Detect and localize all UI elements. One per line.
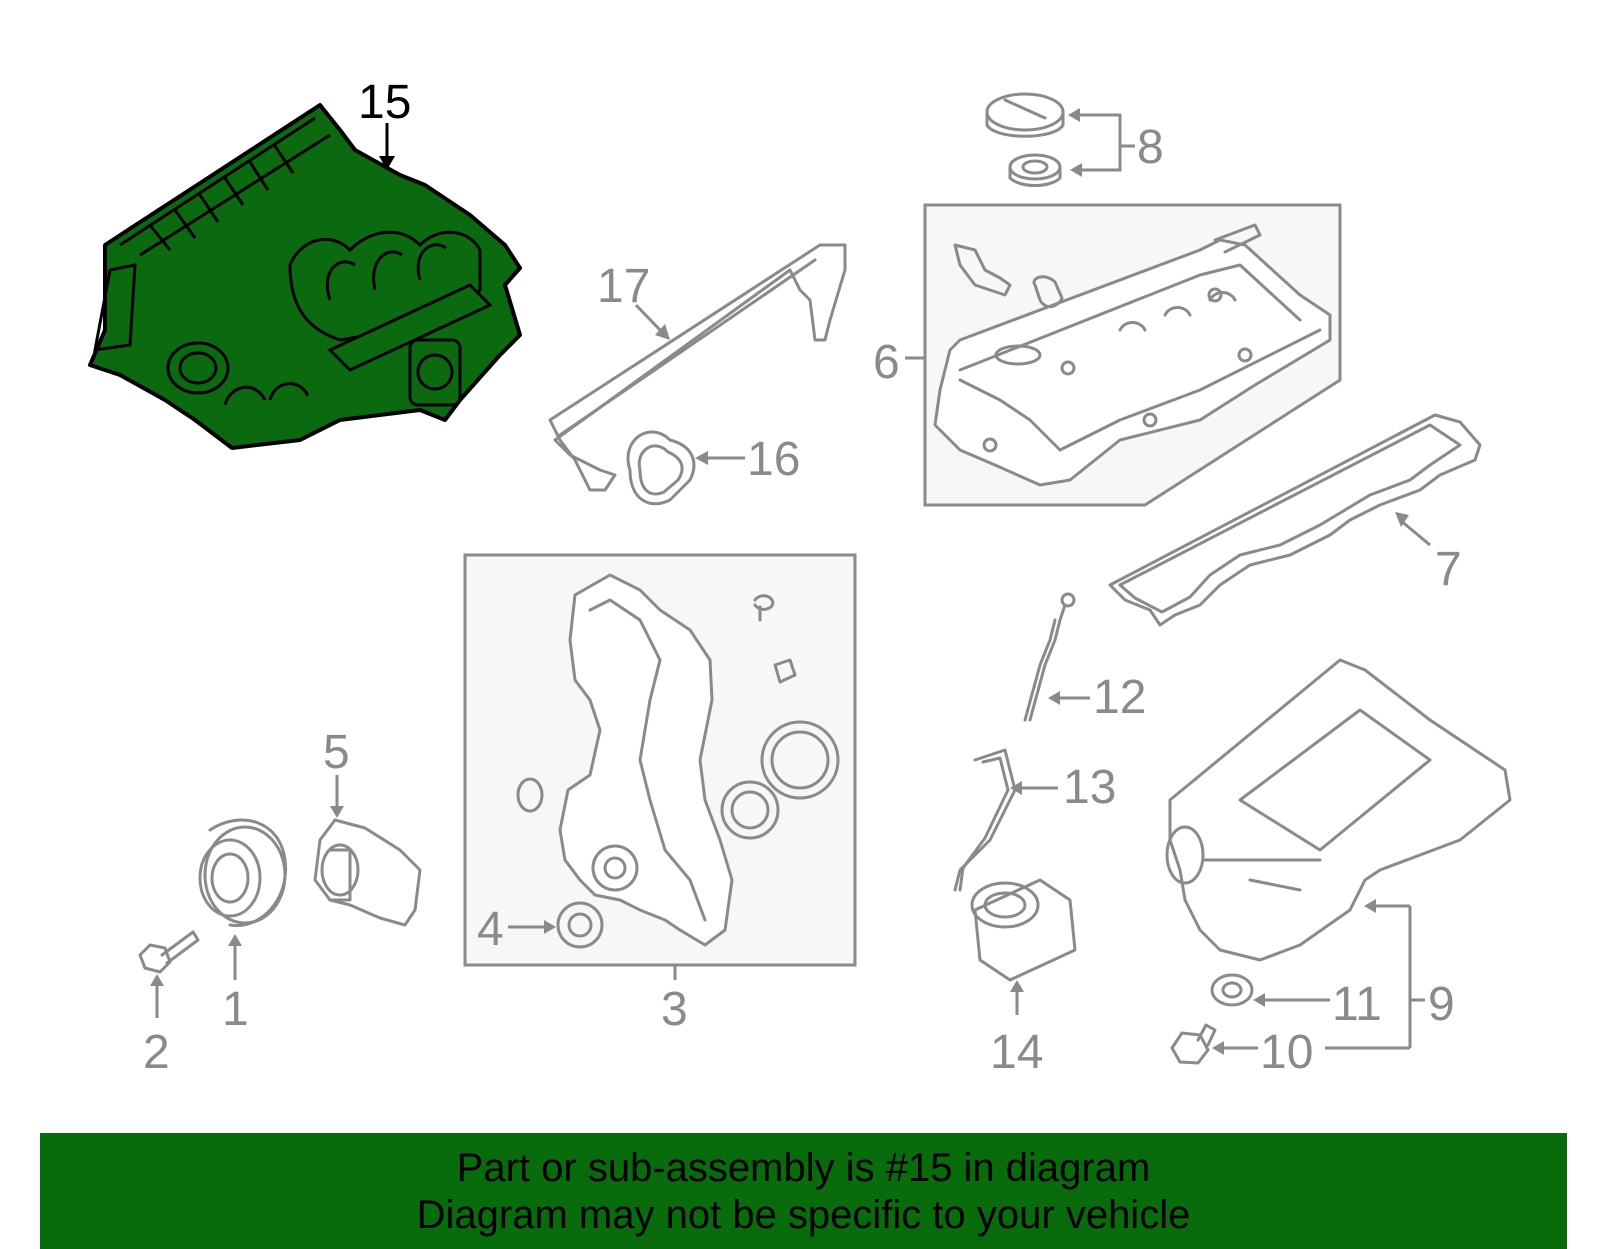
valve-cover-part-6[interactable]: [933, 223, 1332, 487]
callout-8: 8: [1137, 121, 1164, 174]
tensioner-part-5[interactable]: [313, 818, 422, 927]
leader-7: [1395, 512, 1431, 547]
callout-12: 12: [1093, 671, 1146, 724]
oil-filter-part-14[interactable]: [970, 878, 1077, 982]
callout-13: 13: [1063, 761, 1116, 814]
callout-9: 9: [1428, 978, 1455, 1031]
callout-17: 17: [597, 260, 650, 313]
callout-7: 7: [1435, 543, 1462, 596]
intake-manifold-part-15[interactable]: [88, 103, 522, 450]
leader-13: [1010, 781, 1058, 795]
oil-pan-part-9[interactable]: [1165, 658, 1512, 962]
timing-cover-part-3[interactable]: [516, 573, 840, 949]
callout-10: 10: [1260, 1026, 1313, 1079]
dipstick-tube-part-13[interactable]: [953, 748, 1017, 892]
leader-17: [634, 303, 670, 340]
leader-1: [228, 934, 242, 980]
dipstick-part-12[interactable]: [1023, 592, 1076, 722]
callout-6: 6: [873, 336, 900, 389]
callout-14: 14: [990, 1026, 1043, 1079]
info-banner: Part or sub-assembly is #15 in diagram D…: [40, 1133, 1567, 1249]
leader-2: [150, 974, 164, 1018]
callout-11: 11: [1332, 978, 1382, 1031]
gasket-part-16[interactable]: [626, 430, 696, 506]
callout-4: 4: [477, 903, 504, 956]
drain-plug-part-10[interactable]: [1170, 1023, 1217, 1065]
callout-3: 3: [661, 983, 688, 1036]
drain-gasket-part-11[interactable]: [1210, 973, 1254, 1007]
leader-11: [1253, 993, 1330, 1007]
crank-pulley-part-1[interactable]: [198, 818, 288, 928]
callout-15: 15: [358, 76, 411, 129]
leader-9: [1364, 899, 1425, 1048]
banner-line-2: Diagram may not be specific to your vehi…: [416, 1193, 1191, 1237]
banner-line-1: Part or sub-assembly is #15 in diagram: [456, 1146, 1151, 1190]
valve-cover-gasket-part-7[interactable]: [1108, 413, 1482, 627]
callout-5: 5: [323, 726, 350, 779]
callout-1: 1: [222, 983, 249, 1036]
leader-14: [1010, 980, 1024, 1015]
leader-4: [508, 920, 556, 934]
leader-8: [1068, 108, 1135, 177]
leader-5: [330, 775, 344, 818]
callout-2: 2: [143, 1026, 170, 1079]
leader-10: [1212, 1041, 1410, 1055]
bolt-part-2[interactable]: [138, 930, 200, 974]
leader-12: [1048, 691, 1090, 705]
callout-16: 16: [747, 433, 800, 486]
oil-cap-part-8[interactable]: [985, 92, 1065, 187]
leader-16: [695, 451, 745, 465]
gasket-part-17[interactable]: [548, 243, 847, 492]
leader-15: [379, 123, 395, 170]
